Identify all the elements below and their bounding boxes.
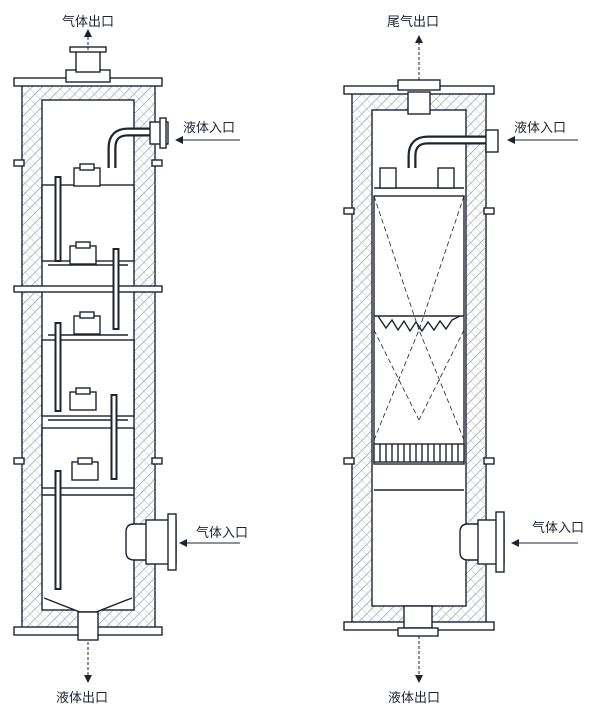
left-mid-flange xyxy=(13,285,163,293)
right-redistributor xyxy=(377,315,461,333)
right-support-grid xyxy=(373,443,465,463)
left-gas-outlet-label: 气体出口 xyxy=(62,14,114,30)
left-liquid-outlet-label: 液体出口 xyxy=(56,691,108,706)
right-tail-gas-outlet-label: 尾气出口 xyxy=(387,14,439,30)
right-distributor-caps xyxy=(379,167,455,189)
right-gas-inlet-nozzle xyxy=(459,511,505,573)
right-inner-cavity xyxy=(371,109,467,607)
right-gas-inlet-label: 气体入口 xyxy=(532,520,584,536)
left-liquid-inlet-label: 液体入口 xyxy=(183,121,235,136)
left-gas-inlet-nozzle xyxy=(125,513,177,571)
left-gas-inlet-label: 气体入口 xyxy=(196,525,248,541)
right-liquid-outlet-label: 液体出口 xyxy=(388,691,440,706)
left-column xyxy=(13,29,240,683)
right-liquid-inlet-label: 液体入口 xyxy=(514,121,566,136)
right-column xyxy=(343,35,578,683)
left-bubble-caps xyxy=(69,163,101,481)
